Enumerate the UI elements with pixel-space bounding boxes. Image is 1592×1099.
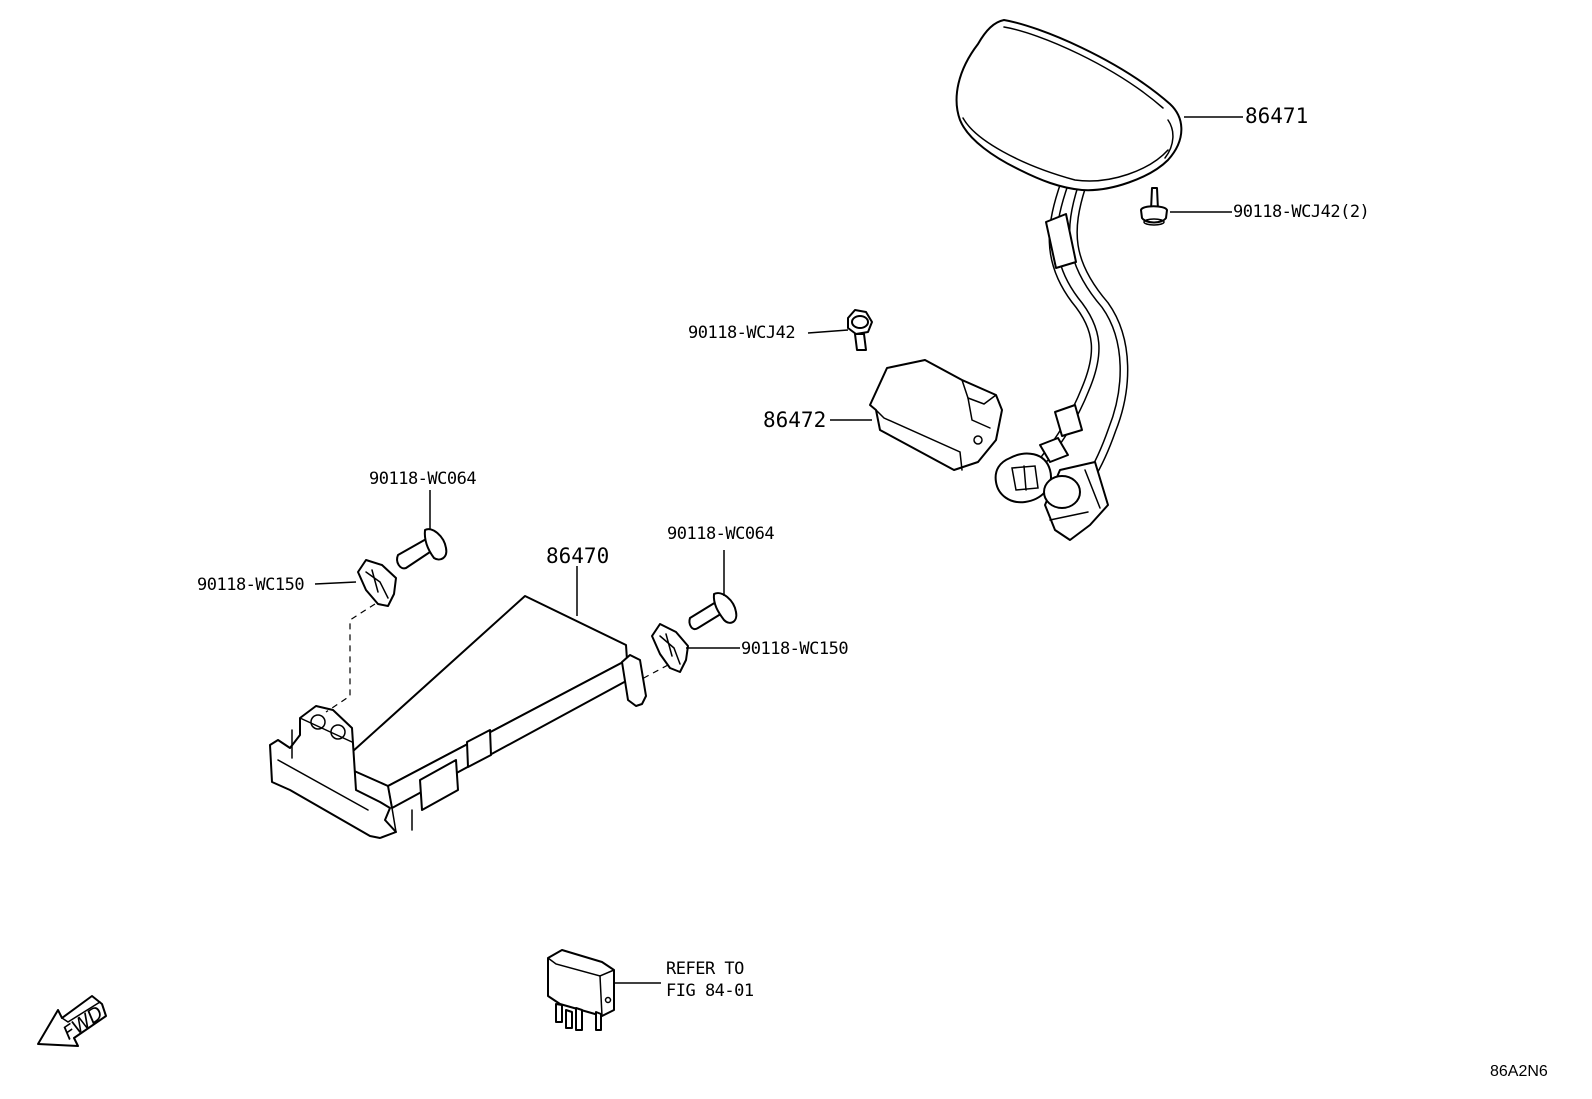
- label-90118-wc150-left: 90118-WC150: [197, 575, 304, 595]
- assembly-line-left: [325, 603, 376, 713]
- label-86472: 86472: [763, 408, 826, 432]
- control-unit-86470: [269, 595, 647, 839]
- relay-refer-fig: [547, 949, 615, 1031]
- label-refer-line1: REFER TO: [666, 959, 744, 979]
- bolt-90118-wcj42: [847, 309, 873, 351]
- label-86471: 86471: [1245, 104, 1308, 128]
- bolt-90118-wcj42-2: [1140, 187, 1168, 226]
- clip-90118-wc150-left: [357, 559, 397, 607]
- connector-right: [1043, 404, 1109, 541]
- figure-code: 86A2N6: [1490, 1063, 1548, 1080]
- antenna-module-86471: [955, 19, 1183, 541]
- bolt-90118-wc064-right: [688, 592, 738, 630]
- label-90118-wc150-right: 90118-WC150: [741, 639, 848, 659]
- bolt-90118-wc064-left: [396, 528, 448, 570]
- leader-lines: [314, 116, 1243, 984]
- bracket-86472: [869, 359, 1003, 471]
- label-90118-wcj42-2: 90118-WCJ42(2): [1233, 202, 1369, 222]
- clip-90118-wc150-right: [651, 623, 689, 673]
- label-86470: 86470: [546, 544, 609, 568]
- assembly-line-right: [639, 664, 669, 681]
- connector-left: [994, 437, 1069, 504]
- label-refer-line2: FIG 84-01: [666, 981, 754, 1001]
- label-90118-wcj42: 90118-WCJ42: [688, 323, 795, 343]
- fwd-arrow-icon: [37, 995, 107, 1047]
- label-90118-wc064-right: 90118-WC064: [667, 524, 774, 544]
- label-90118-wc064-left: 90118-WC064: [369, 469, 476, 489]
